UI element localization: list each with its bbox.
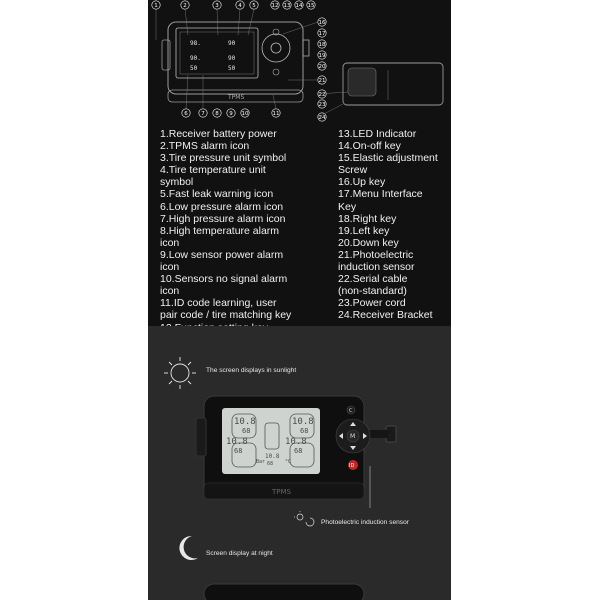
legend-item: 20.Down key [338,236,399,249]
legend-item: 4.Tire temperature unit [160,164,266,177]
legend-right-column: 13.LED Indicator 14.On-off key 15.Elasti… [338,128,448,322]
svg-text:22: 22 [319,92,326,98]
diagram-section: 98. 90 90. 90 50 50 TPMS 1 2 3 4 [148,0,451,334]
legend-item: 6.Low pressure alarm icon [160,200,284,213]
legend-item: 23.Power cord [338,297,406,310]
svg-text:10.8: 10.8 [234,417,256,427]
svg-text:16: 16 [319,20,326,26]
svg-text:10.8: 10.8 [285,437,307,447]
callout-1: 1 [154,3,158,9]
display-demo-art: 10.8 68 10.8 68 10.8 68 10.8 68 10.8 68 … [164,357,397,600]
id-button [348,460,358,470]
brand-label: TPMS [271,488,292,496]
svg-text:7: 7 [201,111,205,117]
svg-text:20: 20 [319,64,326,70]
legend-item: 17.Menu Interface [338,188,423,201]
night-caption: Screen display at night [206,550,273,557]
svg-text:21: 21 [319,78,326,84]
legend-left-column: 1.Receiver battery power 2.TPMS alarm ic… [160,128,330,334]
svg-text:3: 3 [215,3,219,9]
legend-item: icon [160,261,180,274]
legend-item: 24.Receiver Bracket [338,309,433,322]
svg-text:19: 19 [319,53,326,59]
display-demo-section: 10.8 68 10.8 68 10.8 68 10.8 68 10.8 68 … [148,326,451,600]
infographic-panel: 98. 90 90. 90 50 50 TPMS 1 2 3 4 [148,0,451,600]
legend-item: 15.Elastic adjustment [338,152,438,165]
svg-text:M: M [350,433,355,440]
moon-icon [179,535,198,560]
legend-item: 10.Sensors no signal alarm [160,273,288,286]
dpad [335,418,371,454]
svg-text:68: 68 [267,461,273,467]
svg-text:Bar: Bar [256,459,265,465]
svg-text:15: 15 [308,3,315,9]
svg-text:68: 68 [294,447,302,455]
legend-item: icon [160,285,180,298]
legend-item: 21.Photoelectric [338,248,414,261]
svg-text:4: 4 [238,3,242,9]
svg-text:10.8: 10.8 [226,437,248,447]
svg-text:98.: 98. [190,40,201,47]
svg-text:17: 17 [319,31,326,37]
svg-text:9: 9 [229,111,233,117]
legend-item: 19.Left key [338,224,390,237]
legend-item: 22.Serial cable [338,273,408,286]
legend-item: 7.High pressure alarm icon [160,212,286,225]
legend-item: 3.Tire pressure unit symbol [160,152,287,165]
receiver-device: 10.8 68 10.8 68 10.8 68 10.8 68 10.8 68 … [195,395,397,508]
legend-item: 9.Low sensor power alarm [160,248,284,261]
legend-item: 14.On-off key [338,140,401,153]
svg-text:ID: ID [349,463,354,469]
svg-text:50: 50 [190,65,198,72]
legend-item: 8.High temperature alarm [160,224,280,237]
svg-text:2: 2 [183,3,187,9]
svg-text:23: 23 [319,102,326,108]
legend-item: 1.Receiver battery power [160,128,277,140]
legend-item: (non-standard) [338,285,407,298]
legend-item: 18.Right key [338,212,397,225]
svg-text:24: 24 [319,115,326,121]
svg-text:90.: 90. [190,55,201,62]
svg-text:18: 18 [319,42,326,48]
sun-icon [164,357,196,389]
wheel-outline-fl [231,413,315,468]
svg-text:11: 11 [273,111,280,117]
svg-text:10: 10 [242,111,249,117]
svg-text:90: 90 [228,40,236,47]
svg-text:8: 8 [215,111,219,117]
legend-item: 5.Fast leak warning icon [160,188,274,201]
svg-text:12: 12 [272,3,279,9]
legend-item: Key [338,200,357,213]
receiver-line-diagram: 98. 90 90. 90 50 50 TPMS 1 2 3 4 [151,0,444,122]
lcd-screen [222,408,320,474]
legend-item: symbol [160,176,194,189]
legend-item: 16.Up key [338,176,386,189]
svg-text:C: C [349,408,353,414]
svg-text:68: 68 [300,427,308,435]
legend-item: Screw [338,164,368,177]
legend-item: 2.TPMS alarm icon [160,140,250,153]
svg-text:68: 68 [234,447,242,455]
svg-text:90: 90 [228,55,236,62]
legend-item: icon [160,236,180,249]
photo-sensor-icon [294,511,315,527]
legend-item: pair code / tire matching key [160,309,292,322]
sensor-caption: Photoelectric induction sensor [321,519,409,526]
svg-text:°C: °C [285,459,291,465]
brand-label-small: TPMS [227,94,244,101]
legend-item: 11.ID code learning, user [160,297,277,310]
c-button [346,405,356,415]
legend-item: induction sensor [338,261,415,274]
svg-text:13: 13 [284,3,291,9]
svg-text:5: 5 [252,3,256,9]
svg-text:10.8: 10.8 [292,417,314,427]
svg-text:10.8: 10.8 [265,453,280,460]
arrow-icons [339,422,367,450]
svg-text:6: 6 [184,111,188,117]
legend-item: 13.LED Indicator [338,128,417,140]
svg-text:68: 68 [242,427,250,435]
svg-text:50: 50 [228,65,236,72]
sunlight-caption: The screen displays in sunlight [206,367,297,374]
svg-text:14: 14 [296,3,303,9]
